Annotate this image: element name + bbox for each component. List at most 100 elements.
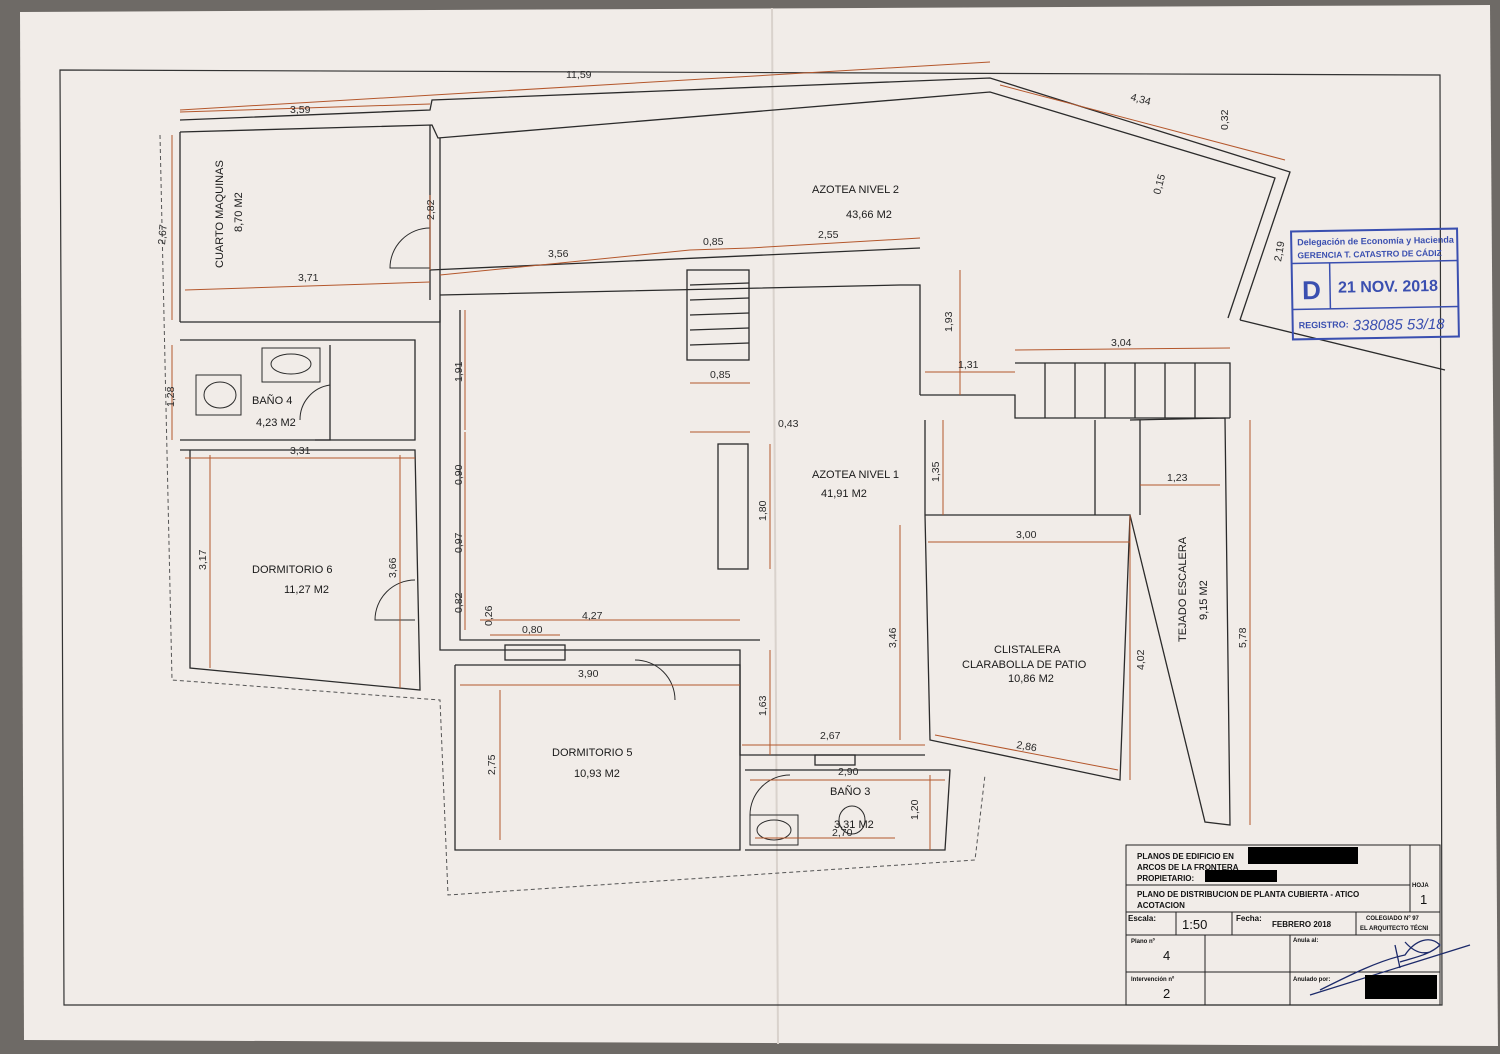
cuarto-maquinas-area: 8,70 M2 [233, 192, 245, 232]
escala-label: Escala: [1128, 914, 1156, 923]
azotea-nivel-1-label: AZOTEA NIVEL 1 [812, 469, 899, 481]
dim-1-35: 1,35 [930, 461, 942, 482]
dim-1-80: 1,80 [757, 500, 769, 521]
intervencion-label: Intervención nº [1131, 977, 1175, 983]
dim-3-90: 3,90 [578, 668, 599, 680]
dim-2-82: 2,82 [425, 199, 437, 220]
dim-3-66: 3,66 [387, 557, 399, 578]
dimension-labels: 11,59 3,59 4,34 0,32 0,15 2,67 2,82 3,71… [156, 69, 1287, 839]
stamp-border [1290, 227, 1460, 341]
drawing-frame [59, 69, 1443, 1006]
anulado-label: Anulado por: [1293, 977, 1330, 983]
dim-3-56: 3,56 [548, 248, 569, 260]
dim-0-97: 0,97 [453, 532, 465, 553]
dim-3-59: 3,59 [290, 104, 311, 116]
redaction-signature [1365, 975, 1437, 999]
dim-2-75: 2,75 [486, 754, 498, 775]
dim-0-26: 0,26 [483, 605, 495, 626]
stamp-registro-number: 338085 53/18 [1353, 316, 1446, 335]
catastro-stamp: Delegación de Economía y Hacienda GERENC… [1290, 227, 1460, 341]
dim-0-15: 0,15 [1151, 173, 1168, 196]
claraboya-label-1: CLISTALERA [994, 644, 1061, 656]
property-boundary [159, 134, 986, 896]
dim-4-02: 4,02 [1135, 649, 1147, 670]
dim-3-17: 3,17 [197, 549, 209, 570]
dim-3-46: 3,46 [887, 627, 899, 648]
stamp-registro-label: REGISTRO: [1299, 319, 1349, 330]
dim-4-27: 4,27 [582, 610, 603, 622]
bano-4-area: 4,23 M2 [256, 417, 296, 429]
dim-2-19: 2,19 [1272, 240, 1287, 262]
dim-0-85-bottom: 0,85 [710, 369, 731, 381]
title-line-3: PROPIETARIO: [1137, 874, 1194, 883]
redaction-owner [1205, 870, 1277, 882]
fecha-label: Fecha: [1236, 914, 1262, 923]
tejado-escalera-area: 9,15 M2 [1198, 580, 1210, 620]
plano-value: 4 [1163, 948, 1170, 963]
doors [299, 227, 791, 816]
title-line-1: PLANOS DE EDIFICIO EN [1137, 852, 1234, 861]
dormitorio-6-label: DORMITORIO 6 [252, 564, 332, 576]
dim-0-32: 0,32 [1219, 109, 1231, 130]
redaction-address [1248, 847, 1358, 864]
paper-sheet [20, 5, 1498, 1046]
hoja-label: HOJA [1412, 883, 1429, 889]
dim-0-90: 0,90 [453, 464, 465, 485]
dim-1-28: 1,28 [165, 386, 177, 407]
stamp-line-1: Delegación de Economía y Hacienda [1297, 235, 1455, 248]
escala-value: 1:50 [1182, 917, 1207, 932]
cuarto-maquinas-label: CUARTO MAQUINAS [214, 160, 226, 268]
dim-4-34: 4,34 [1129, 91, 1152, 108]
dim-2-55: 2,55 [818, 229, 839, 241]
dim-2-70: 2,70 [832, 827, 853, 839]
dim-1-20: 1,20 [909, 799, 921, 820]
dim-1-93: 1,93 [943, 311, 955, 332]
dim-1-91: 1,91 [453, 361, 465, 382]
dim-1-31: 1,31 [958, 359, 979, 371]
stamp-date: 21 NOV. 2018 [1338, 278, 1438, 297]
sanitary-fixtures [195, 347, 866, 846]
dim-2-90: 2,90 [838, 766, 859, 778]
dim-3-00: 3,00 [1016, 529, 1037, 541]
title-block [1125, 844, 1441, 1006]
hoja-value: 1 [1420, 892, 1427, 907]
bano-3-label: BAÑO 3 [830, 785, 870, 798]
dimension-lines [171, 61, 1286, 850]
dormitorio-5-area: 10,93 M2 [574, 768, 620, 780]
azotea-nivel-2-area: 43,66 M2 [846, 209, 892, 221]
anula-label: Anula al: [1293, 938, 1318, 944]
dim-3-71: 3,71 [298, 272, 319, 284]
dim-2-67-bottom: 2,67 [820, 730, 841, 742]
azotea-nivel-1-area: 41,91 M2 [821, 488, 867, 500]
tejado-escalera-label: TEJADO ESCALERA [1177, 536, 1189, 642]
intervencion-value: 2 [1163, 986, 1170, 1001]
dim-5-78: 5,78 [1237, 627, 1249, 648]
dim-0-43: 0,43 [778, 418, 799, 430]
arquitecto: EL ARQUITECTO TÉCNI [1360, 924, 1429, 932]
stamp-letter: D [1302, 275, 1321, 305]
dim-3-31: 3,31 [290, 445, 311, 457]
title-line-2: ARCOS DE LA FRONTERA [1137, 863, 1239, 872]
dim-3-04: 3,04 [1111, 337, 1132, 349]
dim-0-85-top: 0,85 [703, 236, 724, 248]
dim-2-67-top: 2,67 [156, 224, 170, 246]
dim-2-86: 2,86 [1015, 739, 1037, 754]
paper-fold [771, 7, 779, 1045]
dim-1-63: 1,63 [757, 695, 769, 716]
claraboya-label-2: CLARABOLLA DE PATIO [962, 659, 1087, 671]
dormitorio-5-label: DORMITORIO 5 [552, 747, 632, 759]
bano-3-area: 3,31 M2 [834, 819, 874, 831]
bano-4-label: BAÑO 4 [252, 394, 292, 407]
plano-label: Plano nº [1131, 939, 1156, 945]
dim-0-80: 0,80 [522, 624, 543, 636]
azotea-nivel-2-label: AZOTEA NIVEL 2 [812, 184, 899, 196]
dim-1-23: 1,23 [1167, 472, 1188, 484]
claraboya-area: 10,86 M2 [1008, 673, 1054, 685]
dim-0-82: 0,82 [453, 592, 465, 613]
plan-subtitle: ACOTACION [1137, 901, 1185, 910]
colegiado: COLEGIADO Nº 97 [1366, 916, 1420, 922]
fecha-value: FEBRERO 2018 [1272, 920, 1332, 929]
dim-11-59: 11,59 [566, 69, 592, 81]
stamp-line-2: GERENCIA T. CATASTRO DE CÁDIZ [1297, 248, 1441, 261]
